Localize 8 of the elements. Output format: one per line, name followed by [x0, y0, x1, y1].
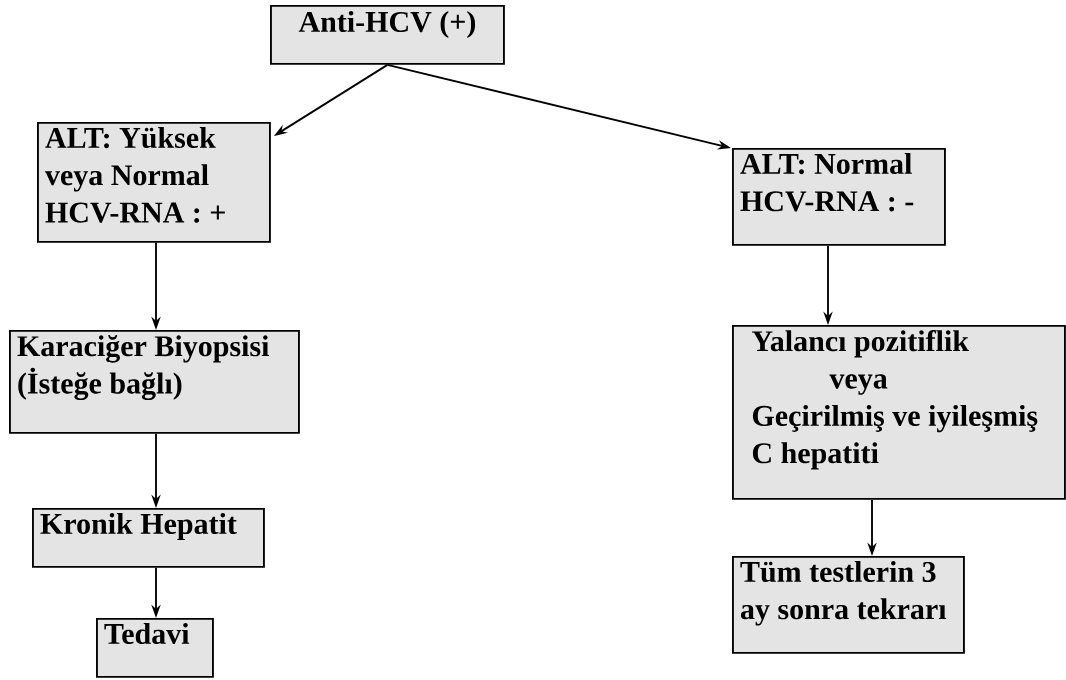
process-box: ALT: Normal HCV-RNA : - [732, 148, 946, 246]
process-box: ALT: Yüksek veya Normal HCV-RNA : + [37, 122, 271, 243]
process-box: Kronik Hepatit [32, 508, 265, 568]
process-box: Tüm testlerin 3 ay sonra tekrarı [732, 556, 965, 654]
process-box: Karaciğer Biyopsisi (İsteğe bağlı) [9, 330, 300, 434]
process-box: Yalancı pozitiflik veya Geçirilmiş ve iyileşmiş C hepatiti [732, 325, 1066, 500]
process-box: Tedavi [96, 618, 214, 678]
process-box: Anti-HCV (+) [270, 5, 505, 65]
